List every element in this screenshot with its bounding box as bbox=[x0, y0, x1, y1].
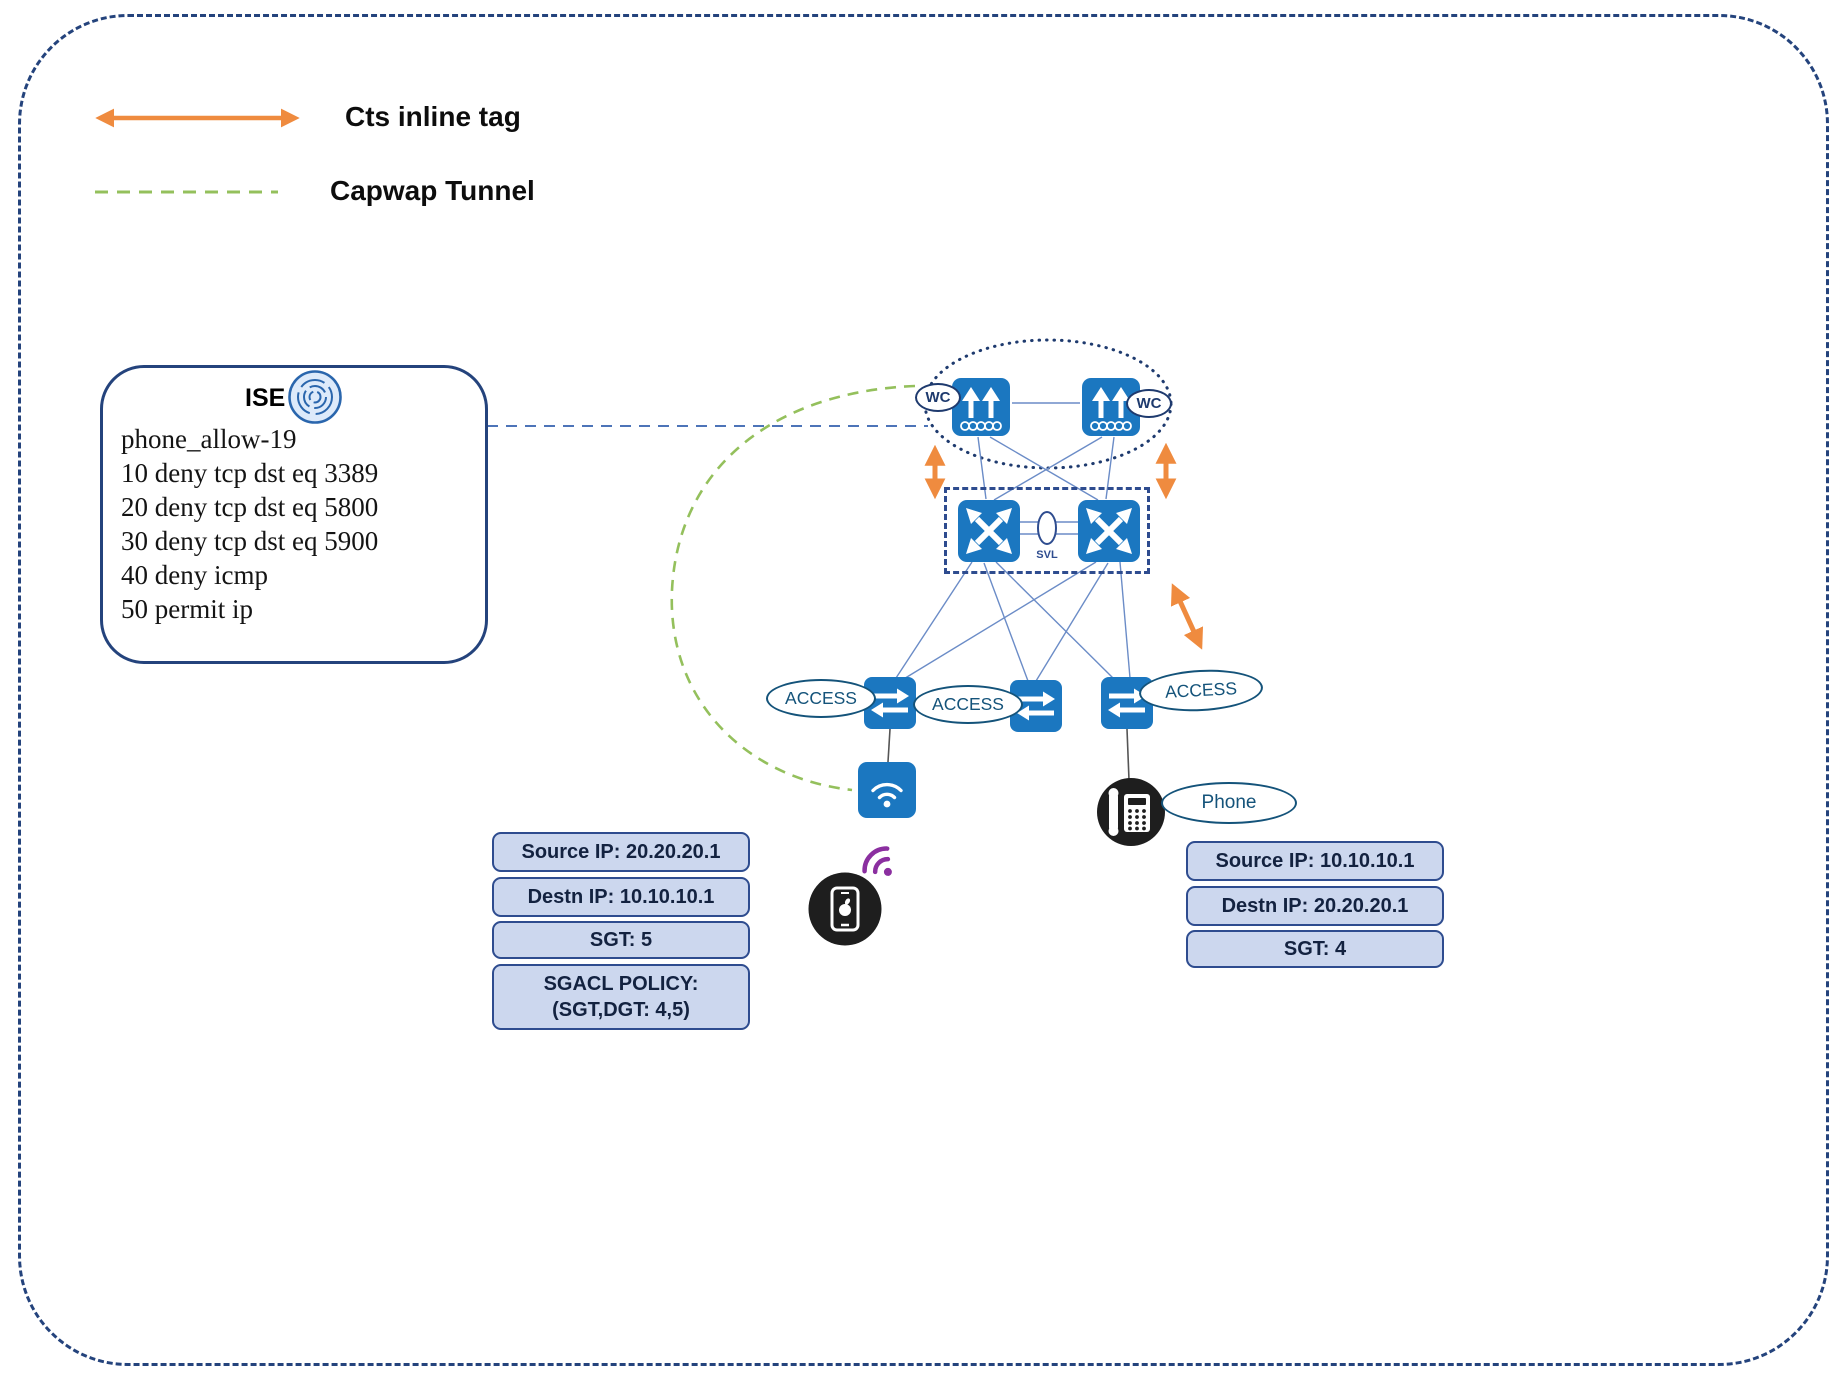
access-label-2: ACCESS bbox=[932, 694, 1004, 714]
wc-right-badge: WC bbox=[1126, 389, 1172, 418]
wireless-sgt: SGT: 5 bbox=[589, 929, 653, 951]
phone-badge: Phone bbox=[1161, 782, 1297, 824]
acl-line: 10 deny tcp dst eq 3389 bbox=[121, 458, 379, 488]
sgacl-policy-line1: SGACL POLICY: bbox=[543, 973, 699, 995]
access-switch-2-icon bbox=[1010, 680, 1062, 732]
wired-destn-ip: Destn IP: 20.20.20.1 bbox=[1221, 895, 1409, 917]
access-badge-2: ACCESS bbox=[913, 685, 1023, 724]
wired-sgt-box: SGT: 4 bbox=[1186, 930, 1444, 968]
access-label-3: ACCESS bbox=[1164, 678, 1238, 702]
apple-device-icon bbox=[808, 872, 882, 946]
wireless-source-ip: Source IP: 20.20.20.1 bbox=[521, 841, 721, 863]
acl-line: 40 deny icmp bbox=[121, 560, 268, 590]
wlc-right-icon bbox=[1082, 378, 1140, 436]
wc-right-label: WC bbox=[1136, 395, 1162, 412]
wired-source-ip-box: Source IP: 10.10.10.1 bbox=[1186, 841, 1444, 881]
acl-line: 20 deny tcp dst eq 5800 bbox=[121, 492, 379, 522]
wc-left-label: WC bbox=[925, 389, 951, 406]
wlc-left-icon bbox=[952, 378, 1010, 436]
wireless-signal-icon bbox=[838, 822, 917, 901]
wired-sgt: SGT: 4 bbox=[1283, 938, 1347, 960]
access-point-icon bbox=[858, 762, 916, 818]
wireless-sgt-box: SGT: 5 bbox=[492, 921, 750, 959]
legend-cts-label: Cts inline tag bbox=[345, 101, 521, 132]
access-label-1: ACCESS bbox=[785, 688, 857, 708]
sgacl-policy-line2: (SGT,DGT: 4,5) bbox=[552, 999, 690, 1021]
wireless-destn-ip-box: Destn IP: 10.10.10.1 bbox=[492, 877, 750, 917]
wc-left-badge: WC bbox=[915, 383, 961, 412]
phone-icon bbox=[1097, 778, 1165, 846]
legend-capwap-label: Capwap Tunnel bbox=[330, 175, 535, 206]
wired-destn-ip-box: Destn IP: 20.20.20.1 bbox=[1186, 886, 1444, 926]
acl-line: phone_allow-19 bbox=[121, 424, 297, 454]
sgacl-policy-box: SGACL POLICY: (SGT,DGT: 4,5) bbox=[492, 964, 750, 1030]
ise-title: ISE bbox=[245, 384, 286, 412]
wired-source-ip: Source IP: 10.10.10.1 bbox=[1215, 850, 1415, 872]
access-badge-1: ACCESS bbox=[766, 679, 876, 718]
phone-label: Phone bbox=[1201, 792, 1257, 813]
core-switch-left-icon bbox=[958, 500, 1020, 562]
ise-policy-box: ISE phone_allow-19 10 deny tcp dst eq 33… bbox=[100, 365, 488, 664]
access-switch-1-icon bbox=[864, 677, 916, 729]
wireless-destn-ip: Destn IP: 10.10.10.1 bbox=[527, 886, 715, 908]
acl-line: 30 deny tcp dst eq 5900 bbox=[121, 526, 379, 556]
wireless-source-ip-box: Source IP: 20.20.20.1 bbox=[492, 832, 750, 872]
core-switch-right-icon bbox=[1078, 500, 1140, 562]
acl-line: 50 permit ip bbox=[121, 594, 253, 624]
fingerprint-icon bbox=[288, 370, 342, 424]
diagram-border bbox=[18, 14, 1829, 1366]
ise-acl-list: phone_allow-19 10 deny tcp dst eq 3389 2… bbox=[121, 422, 378, 626]
svl-core-boundary bbox=[944, 487, 1150, 574]
svl-label: SVL bbox=[1036, 549, 1058, 561]
